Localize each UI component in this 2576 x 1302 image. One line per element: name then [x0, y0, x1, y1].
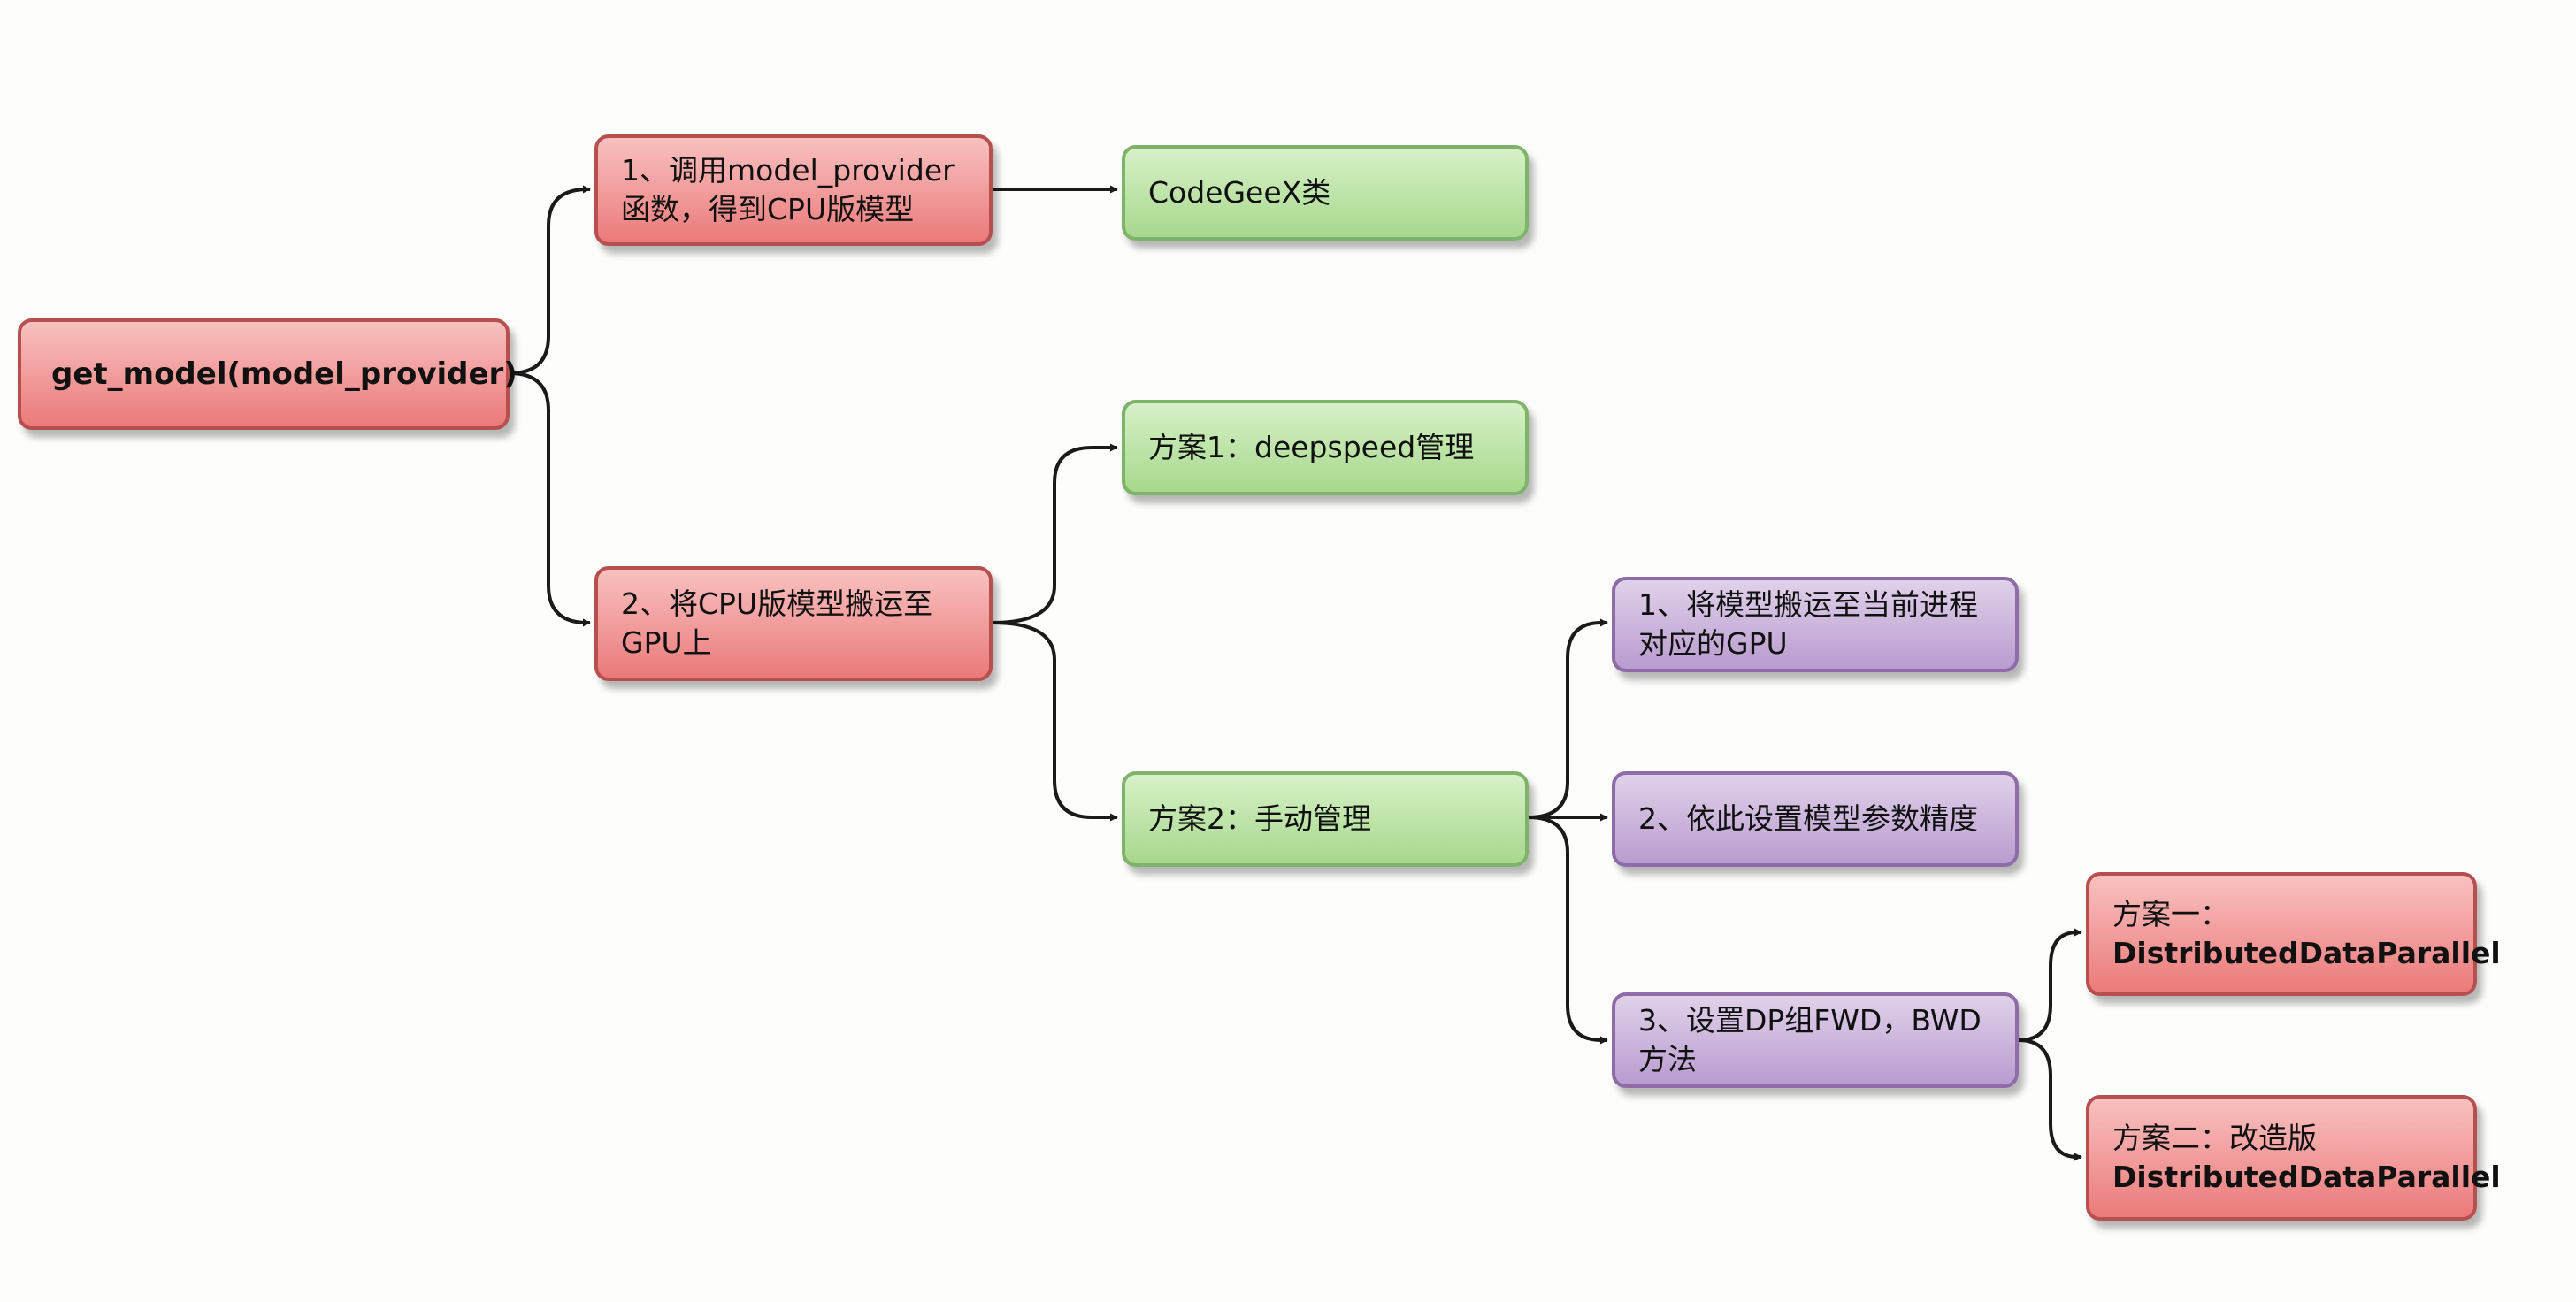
node-get-model[interactable]: get_model(model_provider): [18, 318, 518, 430]
node-plan2-label: 方案2：手动管理: [1148, 801, 1371, 836]
node-option-two-modified-ddp[interactable]: 方案二：改造版 DistributedDataParallel: [2086, 1095, 2501, 1221]
node-codegeex-class[interactable]: CodeGeeX类: [1122, 145, 1529, 241]
node-set-dp-group[interactable]: 3、设置DP组FWD，BWD 方法: [1612, 992, 2019, 1088]
connector-plan2-to-dp-group: [1528, 816, 1608, 1045]
node-dp-group-line2: 方法: [1638, 1042, 1697, 1076]
node-plan1-deepspeed[interactable]: 方案1：deepspeed管理: [1122, 400, 1529, 495]
node-move-gpu-line2: 对应的GPU: [1638, 626, 1788, 661]
node-step1-line2: 函数，得到CPU版模型: [621, 192, 915, 226]
node-move-gpu-line1: 1、将模型搬运至当前进程: [1638, 587, 1978, 622]
node-option-two-line1: 方案二：改造版: [2112, 1121, 2317, 1155]
connector-dp-group-to-option-one: [2018, 928, 2082, 1042]
connector-plan2-to-move-gpu: [1528, 618, 1608, 819]
node-move-to-process-gpu[interactable]: 1、将模型搬运至当前进程 对应的GPU: [1612, 577, 2019, 672]
node-step2-line2: GPU上: [621, 625, 712, 660]
node-step1-call-model-provider[interactable]: 1、调用model_provider 函数，得到CPU版模型: [594, 134, 993, 246]
connector-step2-to-plan1: [992, 443, 1118, 624]
node-dp-group-line1: 3、设置DP组FWD，BWD: [1638, 1003, 1982, 1038]
node-precision-label: 2、依此设置模型参数精度: [1638, 801, 1978, 836]
connector-root-to-step1: [509, 185, 591, 375]
node-get-model-label: get_model(model_provider): [51, 356, 518, 392]
node-step2-line1: 2、将CPU版模型搬运至: [621, 586, 933, 621]
node-step2-move-to-gpu[interactable]: 2、将CPU版模型搬运至 GPU上: [594, 566, 993, 681]
node-set-param-precision[interactable]: 2、依此设置模型参数精度: [1612, 771, 2019, 867]
node-step1-line1: 1、调用model_provider: [621, 153, 954, 188]
connector-dp-group-to-option-two: [2018, 1038, 2082, 1161]
node-option-one-ddp[interactable]: 方案一： DistributedDataParallel: [2086, 872, 2501, 996]
node-plan1-label: 方案1：deepspeed管理: [1148, 430, 1475, 464]
node-option-one-line2: DistributedDataParallel: [2112, 936, 2501, 970]
connector-step2-to-plan2: [992, 621, 1118, 822]
connector-root-to-step2: [509, 371, 591, 627]
node-option-one-line1: 方案一：: [2112, 897, 2229, 931]
node-codegeex-label: CodeGeeX类: [1148, 175, 1331, 210]
node-plan2-manual[interactable]: 方案2：手动管理: [1122, 771, 1529, 867]
node-option-two-line2: DistributedDataParallel: [2112, 1160, 2501, 1194]
